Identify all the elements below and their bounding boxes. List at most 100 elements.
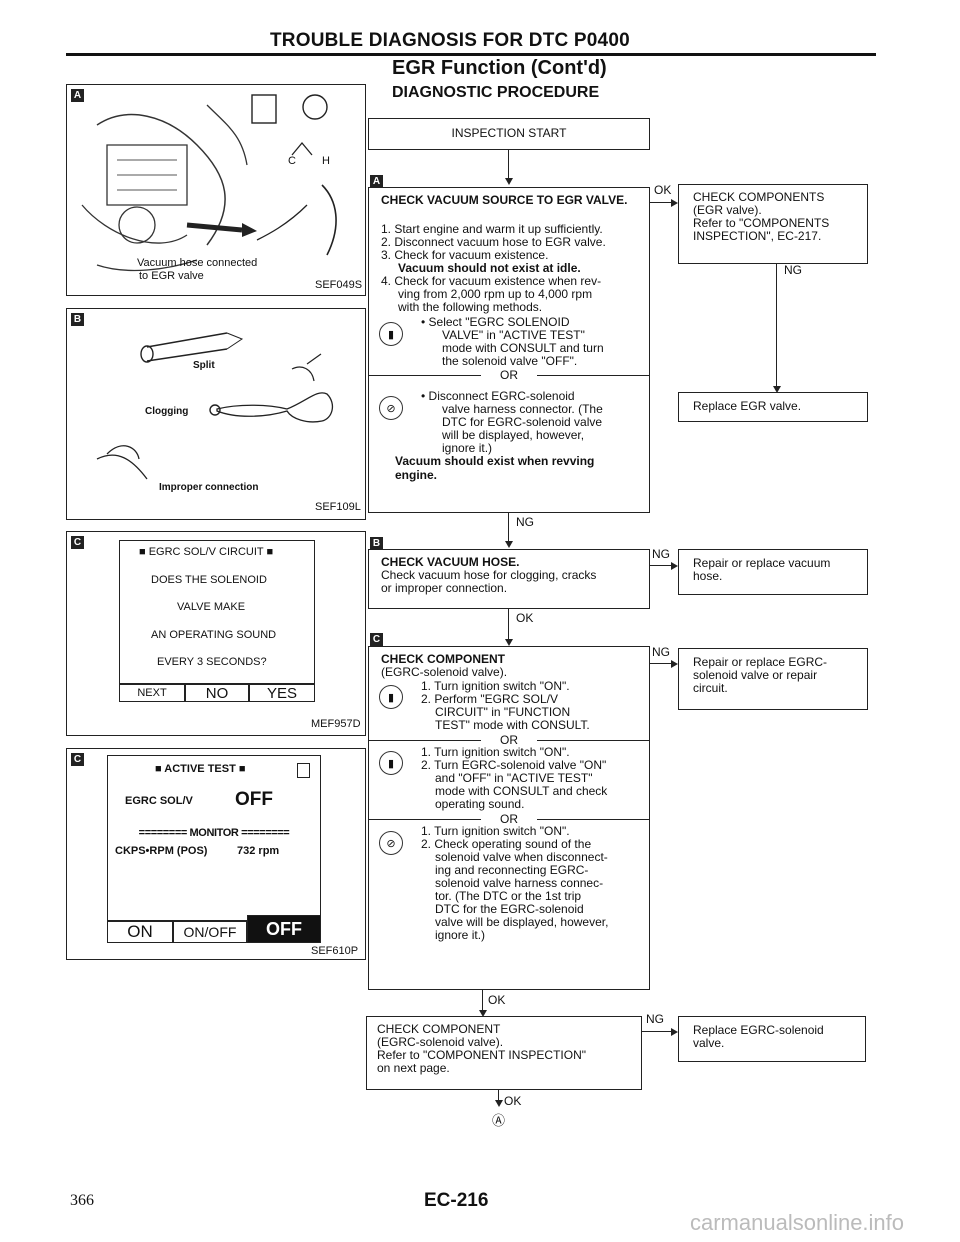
repair-egrc-line: solenoid valve or repair xyxy=(693,668,818,682)
tag-step2: B xyxy=(370,537,383,550)
tag-c1: C xyxy=(71,536,84,549)
step3-m3: tor. (The DTC or the 1st trip xyxy=(435,889,582,903)
step4-line: CHECK COMPONENT xyxy=(377,1022,501,1036)
tag-a: A xyxy=(71,89,84,102)
screen1-line4: EVERY 3 SECONDS? xyxy=(157,656,267,668)
step1-opt1: the solenoid valve "OFF". xyxy=(442,354,578,368)
page-number-left: 366 xyxy=(70,1192,94,1209)
on-button[interactable]: ON xyxy=(107,921,173,943)
connector xyxy=(650,202,672,204)
next-button[interactable]: NEXT xyxy=(119,684,185,702)
arrow xyxy=(773,386,781,393)
step1-line: with the following methods. xyxy=(398,300,543,314)
inspection-start-label: INSPECTION START xyxy=(451,126,567,140)
step1-opt2: ignore it.) xyxy=(442,441,493,455)
yes-button[interactable]: YES xyxy=(249,684,315,702)
repair-hose-line: hose. xyxy=(693,569,723,583)
step1-line: 4. Check for vacuum existence when rev- xyxy=(381,274,602,288)
step3-m3: solenoid valve when disconnect- xyxy=(435,850,608,864)
step2-box: CHECK VACUUM HOSE. Check vacuum hose for… xyxy=(368,549,650,609)
step2-line: or improper connection. xyxy=(381,581,508,595)
figure-c2: C ■ ACTIVE TEST ■ EGRC SOL/V OFF =======… xyxy=(66,748,366,960)
tag-c2: C xyxy=(71,753,84,766)
step4-line: (EGRC-solenoid valve). xyxy=(377,1035,504,1049)
step3-m3: valve will be displayed, however, xyxy=(435,915,609,929)
figure-a: A C H Vacuum hose connected to EGR valve… xyxy=(66,84,366,296)
step3-m3: DTC for the EGRC-solenoid xyxy=(435,902,584,916)
step4-line: on next page. xyxy=(377,1061,450,1075)
repair-egrc-box: Repair or replace EGRC- solenoid valve o… xyxy=(678,648,868,710)
step4-box: CHECK COMPONENT (EGRC-solenoid valve). R… xyxy=(366,1016,642,1090)
step2-line: Check vacuum hose for clogging, cracks xyxy=(381,568,597,582)
step4-ng: NG xyxy=(646,1012,664,1026)
improper-label: Improper connection xyxy=(159,482,259,493)
connector xyxy=(508,609,510,641)
connector xyxy=(508,150,510,180)
tag-step1: A xyxy=(370,175,383,188)
figure-b: B Split Clogging Improper connection SEF… xyxy=(66,308,366,520)
step1-line: ving from 2,000 rpm up to 4,000 rpm xyxy=(398,287,593,301)
step1-opt1: VALVE" in "ACTIVE TEST" xyxy=(442,328,585,342)
step3-m1: 2. Perform "EGRC SOL/V xyxy=(421,692,558,706)
figure-a-code: SEF049S xyxy=(315,279,363,291)
arrow xyxy=(479,1010,487,1017)
replace-egr-label: Replace EGR valve. xyxy=(693,399,802,413)
section-title: DIAGNOSTIC PROCEDURE xyxy=(392,84,600,101)
repair-egrc-line: Repair or replace EGRC- xyxy=(693,655,828,669)
arrow xyxy=(505,178,513,185)
page-code: EC-216 xyxy=(424,1190,489,1211)
connector xyxy=(650,565,672,567)
screen2-item: EGRC SOL/V xyxy=(125,795,193,807)
comp1-line: CHECK COMPONENTS xyxy=(693,190,825,204)
step2-title: CHECK VACUUM HOSE. xyxy=(381,555,520,569)
screen2-header: ■ ACTIVE TEST ■ xyxy=(155,763,246,775)
step3-ng: NG xyxy=(652,645,670,659)
step1-opt2: DTC for EGRC-solenoid valve xyxy=(442,415,603,429)
step3-m1: CIRCUIT" in "FUNCTION xyxy=(435,705,571,719)
step3-box: CHECK COMPONENT (EGRC-solenoid valve). ▮… xyxy=(368,646,650,990)
step3-m1: 1. Turn ignition switch "ON". xyxy=(421,679,570,693)
screen2-checkbox xyxy=(297,763,310,778)
step3-m2: mode with CONSULT and check xyxy=(435,784,608,798)
connector xyxy=(498,1090,500,1102)
consult-icon: ▮ xyxy=(379,751,403,775)
no-button[interactable]: NO xyxy=(185,684,249,702)
figure-c2-code: SEF610P xyxy=(311,945,359,957)
screen2-param: CKPS•RPM (POS) xyxy=(115,845,208,857)
step1-opt2: • Disconnect EGRC-solenoid xyxy=(421,389,575,403)
replace-egrc-line: valve. xyxy=(693,1036,725,1050)
connector xyxy=(650,663,672,665)
off-button[interactable]: OFF xyxy=(247,915,321,943)
figure-a-label2: to EGR valve xyxy=(139,270,204,282)
consult-screen-1 xyxy=(119,540,315,684)
figure-c1-code: MEF957D xyxy=(311,718,361,730)
arrow xyxy=(671,1028,678,1036)
step1-result: Vacuum should exist when revving engine. xyxy=(395,454,595,482)
screen1-line2: VALVE MAKE xyxy=(177,601,246,613)
check-components-box: CHECK COMPONENTS (EGR valve). Refer to "… xyxy=(678,184,868,264)
step3-m2: 1. Turn ignition switch "ON". xyxy=(421,745,570,759)
figure-b-code: SEF109L xyxy=(315,501,361,513)
step3-m2: operating sound. xyxy=(435,797,525,811)
no-tools-icon: ⊘ xyxy=(379,396,403,420)
step3-m3: ing and reconnecting EGRC- xyxy=(435,863,589,877)
step1-opt1: mode with CONSULT and turn xyxy=(442,341,604,355)
repair-hose-line: Repair or replace vacuum xyxy=(693,556,831,570)
step1-box: CHECK VACUUM SOURCE TO EGR VALVE. 1. Sta… xyxy=(368,187,650,513)
step3-m3: solenoid valve harness connec- xyxy=(435,876,604,890)
title-rule xyxy=(66,53,876,56)
step1-title: CHECK VACUUM SOURCE TO EGR VALVE. xyxy=(381,193,628,207)
repair-egrc-line: circuit. xyxy=(693,681,728,695)
step1-line: Vacuum should not exist at idle. xyxy=(398,261,581,275)
no-tools-icon: ⊘ xyxy=(379,831,403,855)
arrow xyxy=(495,1100,503,1107)
or-divider: OR xyxy=(369,812,649,826)
connector xyxy=(642,1031,672,1033)
or-divider: OR xyxy=(369,368,649,382)
arrow xyxy=(671,562,678,570)
consult-icon: ▮ xyxy=(379,322,403,346)
clogging-label: Clogging xyxy=(145,406,189,417)
onoff-button[interactable]: ON/OFF xyxy=(173,921,247,943)
arrow xyxy=(505,541,513,548)
replace-egr-box: Replace EGR valve. xyxy=(678,392,868,422)
